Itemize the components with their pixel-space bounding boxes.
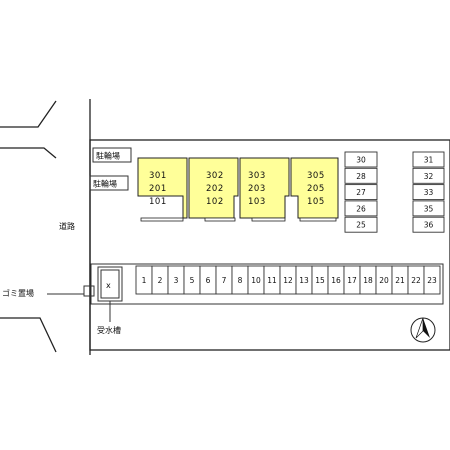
unit-label: 301: [149, 171, 167, 181]
parking-space-number: 22: [411, 276, 421, 285]
parking-space-number: 16: [331, 276, 341, 285]
unit-label: 102: [206, 197, 224, 207]
parking-space-number: 33: [424, 188, 434, 197]
garbage-label: ゴミ置場: [2, 288, 34, 298]
parking-column-b: 31 32 33 35 36: [412, 151, 445, 233]
road-label: 道路: [59, 221, 75, 231]
unit-label: 205: [307, 184, 325, 194]
parking-space-number: 35: [424, 204, 434, 213]
bicycle-parking-1: [92, 147, 132, 163]
garbage-box: [83, 285, 95, 297]
unit-label: 303: [248, 171, 266, 181]
parking-space-number: 12: [283, 276, 293, 285]
unit-label: 105: [307, 197, 325, 207]
parking-space-number: 11: [267, 276, 277, 285]
parking-space-number: 15: [315, 276, 325, 285]
parking-space-number: 10: [251, 276, 261, 285]
building-3-shape: [239, 157, 290, 219]
parking-space: [412, 151, 445, 168]
parking-space: [344, 184, 378, 201]
unit-label: 201: [149, 184, 167, 194]
building-4: 305 205 105: [290, 157, 339, 222]
parking-space-number: 7: [222, 276, 227, 285]
building-3-balcony: [251, 217, 286, 222]
parking-space-number: 13: [299, 276, 309, 285]
unit-label: 305: [307, 171, 325, 181]
parking-space: [412, 200, 445, 217]
parking-space-number: 20: [379, 276, 389, 285]
bicycle-parking-1-label: 駐輪場: [96, 151, 120, 161]
water-tank-x-icon: x: [106, 281, 111, 290]
parking-space-number: 3: [174, 276, 179, 285]
north-arrow-icon: [410, 317, 436, 343]
parking-space-number: 5: [190, 276, 195, 285]
parking-space: [344, 200, 378, 217]
parking-space-number: 26: [356, 204, 366, 213]
road-edge-middle-left: [0, 147, 57, 159]
water-tank-inner: [100, 269, 120, 299]
parking-space: [412, 216, 445, 233]
parking-space: [423, 265, 441, 295]
parking-space-number: 32: [424, 172, 434, 181]
building-4-balcony: [299, 217, 337, 222]
parking-space: [344, 167, 378, 184]
building-3: 303 203 103: [239, 157, 290, 222]
parking-column-a: 30 28 27 26 25: [344, 151, 378, 233]
unit-label: 202: [206, 184, 224, 194]
parking-space-number: 2: [158, 276, 163, 285]
parking-space: [344, 151, 378, 168]
parking-space-number: 31: [424, 156, 434, 165]
parking-space-number: 21: [395, 276, 405, 285]
unit-label: 101: [149, 197, 167, 207]
parking-space-number: 6: [206, 276, 211, 285]
unit-label: 203: [248, 184, 266, 194]
bicycle-parking-2-label: 駐輪場: [93, 179, 117, 189]
parking-space-number: 36: [424, 221, 434, 230]
building-2-shape: [188, 157, 239, 219]
parking-space: [412, 167, 445, 184]
parking-space-number: 28: [356, 172, 366, 181]
parking-space-number: 1: [142, 276, 147, 285]
unit-label: 302: [206, 171, 224, 181]
building-2-balcony: [204, 217, 236, 222]
bicycle-parking-2: [89, 175, 129, 191]
building-1: 301 201 101: [137, 157, 188, 222]
parking-space-number: 8: [238, 276, 243, 285]
water-tank-label: 受水槽: [97, 325, 121, 335]
unit-label: 103: [248, 197, 266, 207]
building-2: 302 202 102: [188, 157, 239, 222]
road-edge-top-left: [0, 100, 57, 128]
building-1-balcony: [140, 217, 184, 222]
building-4-shape: [290, 157, 339, 219]
parking-space-number: 25: [356, 221, 366, 230]
parking-row-frame: [90, 263, 444, 305]
parking-space-number: 30: [356, 156, 366, 165]
parking-space-number: 23: [427, 276, 437, 285]
site-boundary: [89, 139, 450, 351]
parking-space-number: 17: [347, 276, 357, 285]
parking-space-number: 27: [356, 188, 366, 197]
road-edge-lower-left: [0, 317, 57, 353]
parking-space: [344, 216, 378, 233]
parking-space: [412, 184, 445, 201]
parking-space-number: 18: [363, 276, 373, 285]
